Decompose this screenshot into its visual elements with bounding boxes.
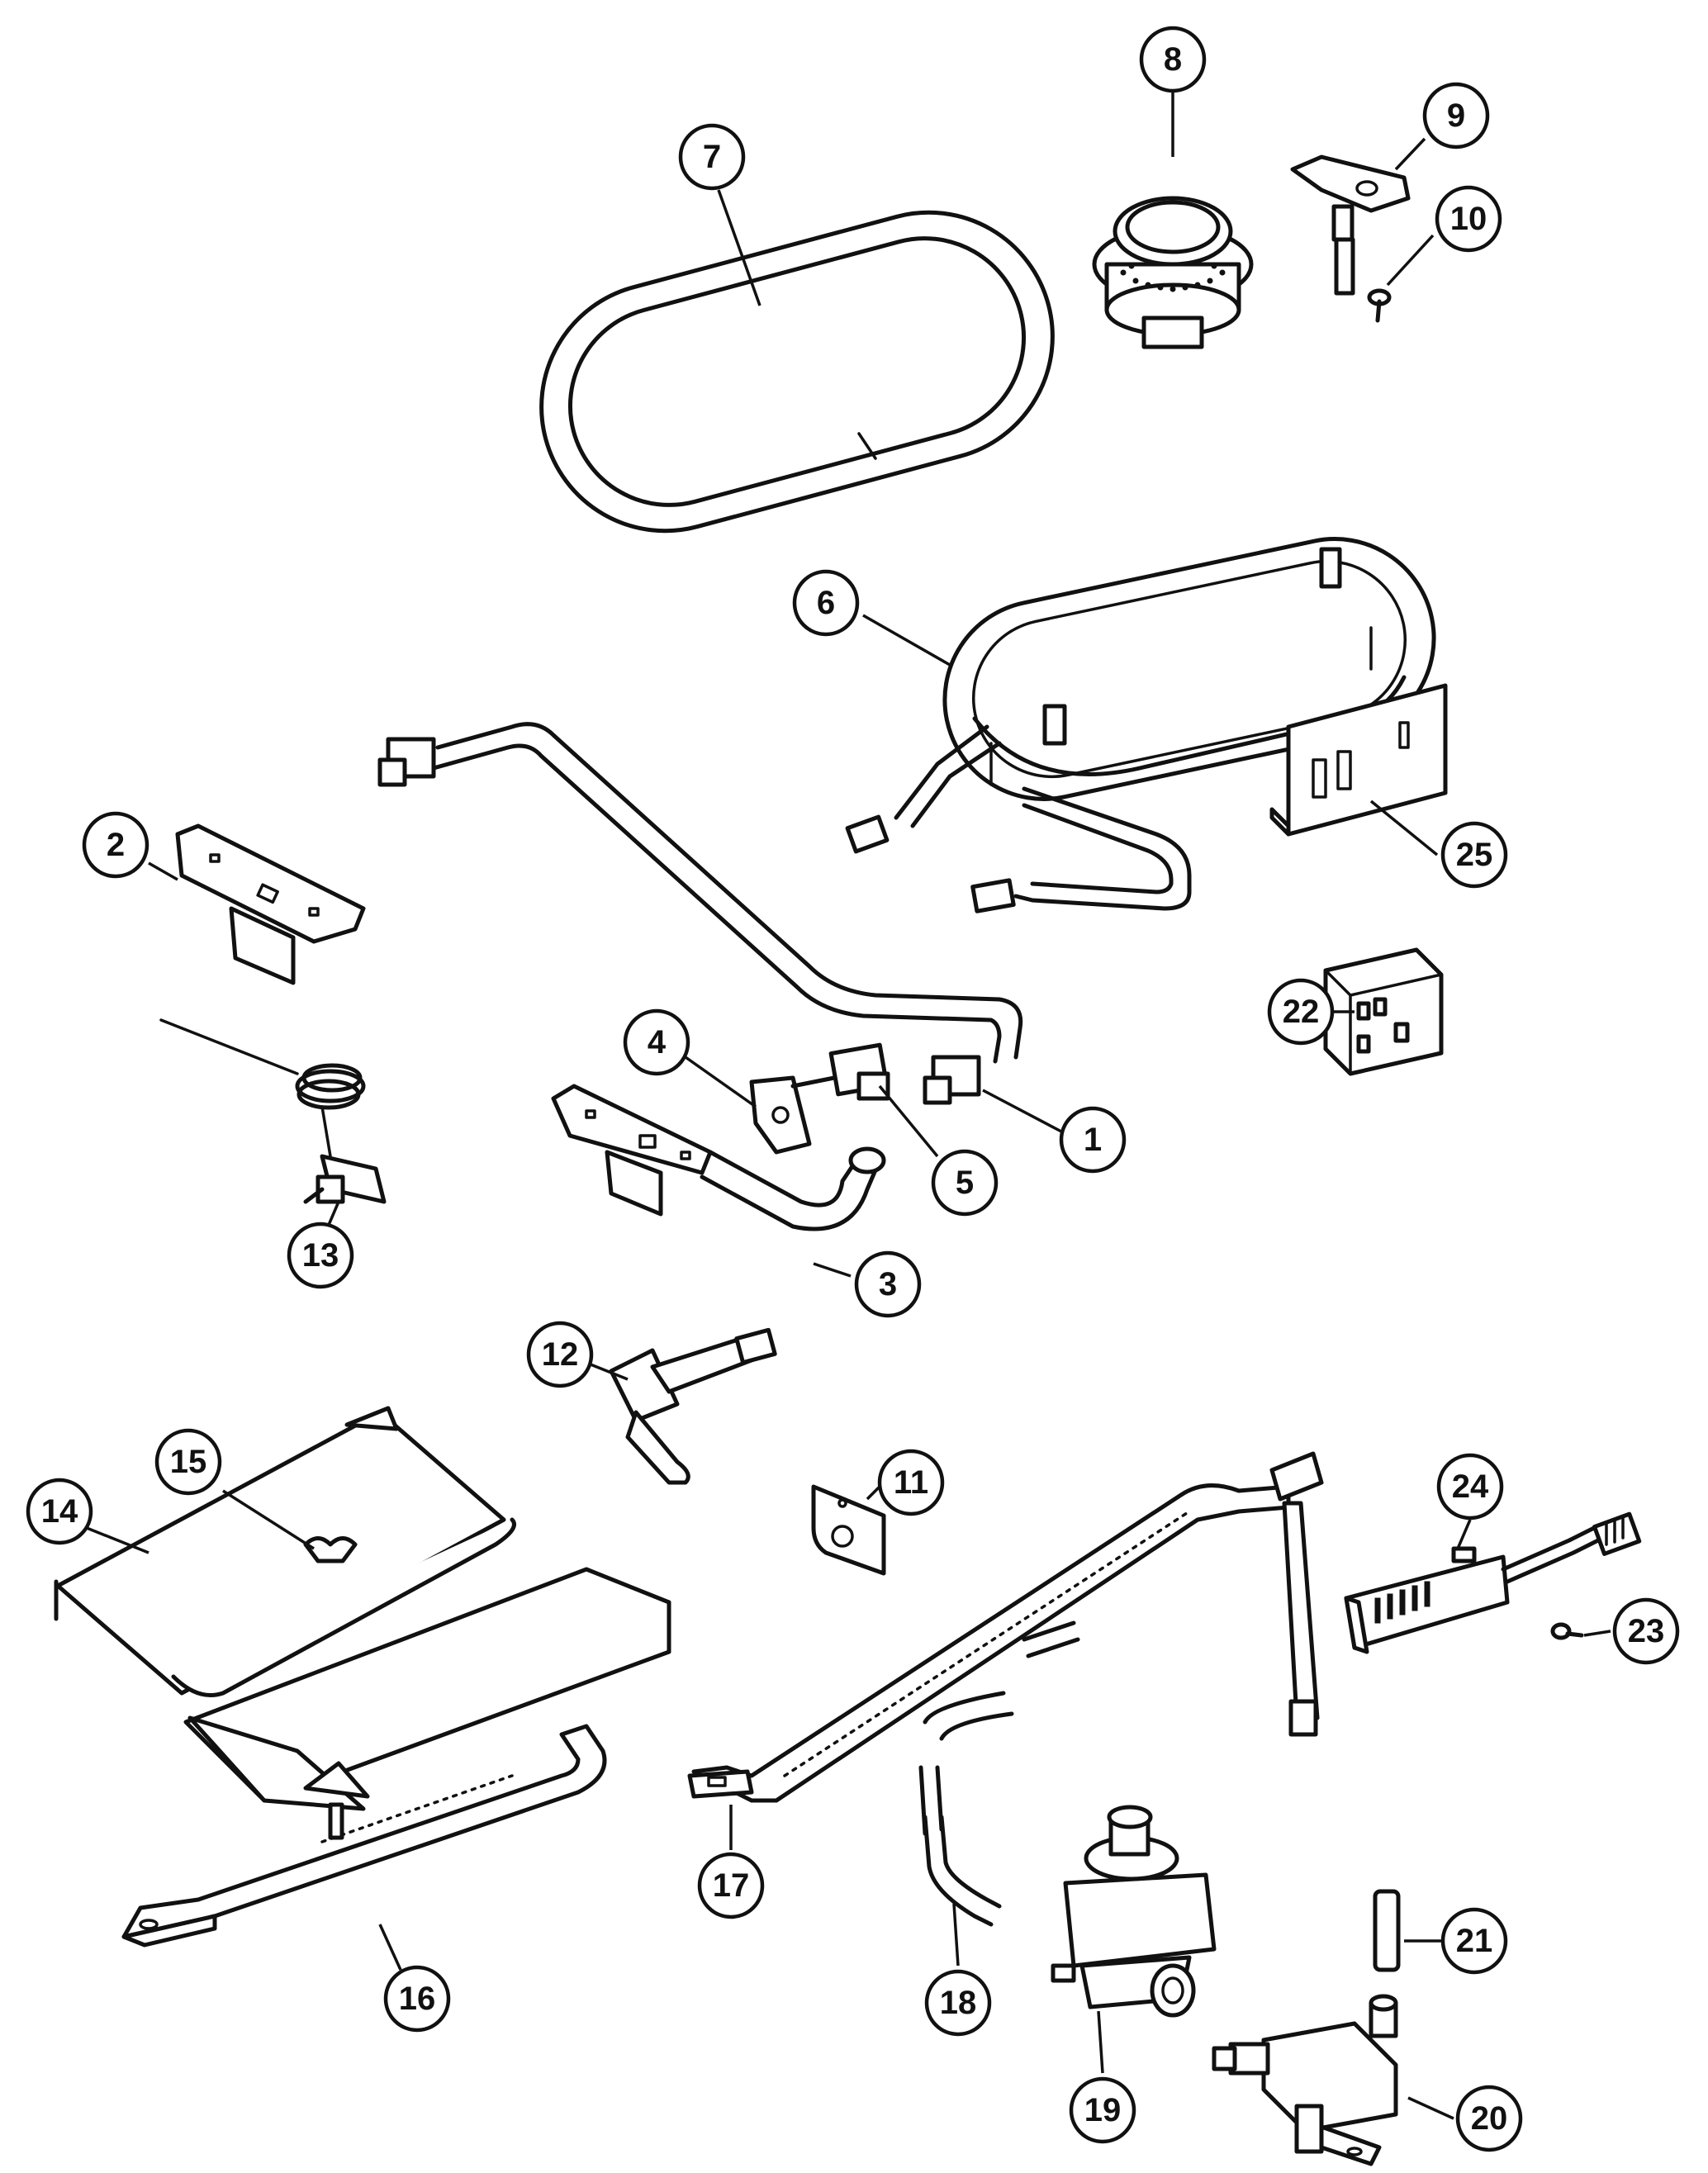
valve-fitting-right-drawing	[923, 1055, 981, 1105]
oval-grate-ring-drawing	[539, 210, 1055, 534]
callout-11-label: 11	[894, 1464, 928, 1501]
pressure-regulator-drawing	[1051, 1805, 1217, 2018]
orifice-holder-drawing	[609, 1327, 777, 1485]
clip-drawing	[749, 1075, 812, 1155]
callout-4[interactable]: 4	[623, 1008, 690, 1076]
callout-6-label: 6	[817, 585, 835, 621]
callout-17-label: 17	[713, 1867, 750, 1904]
baffle-top-drawing	[54, 1406, 516, 1697]
gas-tube-drawing	[918, 1620, 1080, 1927]
valve-fitting-top-drawing	[377, 737, 436, 787]
callout-17[interactable]: 17	[697, 1852, 765, 1919]
callout-8-label: 8	[1164, 41, 1182, 78]
callout-23[interactable]: 23	[1612, 1597, 1680, 1665]
bake-burner-drawing	[687, 1451, 1324, 1803]
burner-bracket-upper-drawing	[175, 823, 366, 985]
callout-16[interactable]: 16	[383, 1965, 451, 2033]
screw-small-drawing	[1367, 288, 1392, 323]
callout-13-label: 13	[302, 1237, 339, 1274]
callout-14[interactable]: 14	[26, 1478, 93, 1545]
callout-13[interactable]: 13	[287, 1222, 354, 1289]
broil-burner-tube-drawing	[121, 1724, 607, 1948]
callout-21[interactable]: 21	[1440, 1907, 1508, 1975]
burner-tube-bracket-drawing	[551, 1084, 886, 1231]
thermostat-drawing	[159, 1018, 387, 1204]
mounting-bracket-drawing	[1269, 683, 1448, 837]
callout-10[interactable]: 10	[1435, 185, 1502, 253]
callout-11[interactable]: 11	[877, 1449, 945, 1516]
callout-16-label: 16	[399, 1981, 436, 2017]
bracket-plate-drawing	[811, 1484, 886, 1576]
callout-24[interactable]: 24	[1436, 1453, 1504, 1521]
safety-valve-drawing	[1212, 1994, 1398, 2166]
baffle-lower-drawing	[183, 1567, 671, 1811]
callout-10-label: 10	[1450, 201, 1487, 237]
callout-6[interactable]: 6	[792, 569, 860, 637]
callout-18-label: 18	[940, 1985, 977, 2021]
callout-19[interactable]: 19	[1069, 2076, 1136, 2144]
burner-feed-tubes-drawing	[845, 724, 1192, 913]
valve-fitting-left-drawing	[790, 1042, 890, 1101]
callout-22[interactable]: 22	[1267, 978, 1335, 1046]
callout-25-label: 25	[1456, 837, 1493, 873]
callout-3-label: 3	[879, 1266, 897, 1302]
callout-21-label: 21	[1456, 1923, 1493, 1959]
callout-12-label: 12	[542, 1336, 579, 1373]
gas-tube-long-drawing	[431, 722, 1023, 1064]
spark-module-drawing	[1323, 947, 1444, 1076]
callout-5[interactable]: 5	[931, 1149, 999, 1217]
callout-2-label: 2	[107, 827, 125, 863]
callout-7[interactable]: 7	[678, 123, 746, 191]
igniter-drawing	[1344, 1511, 1642, 1654]
callout-23-label: 23	[1628, 1613, 1665, 1649]
callout-24-label: 24	[1452, 1468, 1489, 1505]
callout-22-label: 22	[1283, 994, 1320, 1030]
callout-1-label: 1	[1084, 1122, 1102, 1158]
callout-15-label: 15	[170, 1444, 207, 1480]
callout-5-label: 5	[956, 1165, 974, 1201]
tube-short-drawing	[1373, 1889, 1401, 1972]
igniter-bracket-drawing	[1290, 154, 1411, 296]
callout-12[interactable]: 12	[526, 1321, 594, 1388]
callout-2[interactable]: 2	[82, 811, 149, 879]
callout-14-label: 14	[41, 1493, 78, 1530]
callout-20[interactable]: 20	[1455, 2085, 1523, 2152]
callout-25[interactable]: 25	[1440, 821, 1508, 889]
callout-1[interactable]: 1	[1059, 1106, 1127, 1174]
wing-nut-drawing	[303, 1536, 358, 1563]
callout-20-label: 20	[1471, 2100, 1508, 2137]
callout-18[interactable]: 18	[924, 1969, 992, 2037]
screw-drawing	[1550, 1622, 1584, 1640]
callout-4-label: 4	[648, 1024, 667, 1060]
callout-7-label: 7	[703, 139, 721, 175]
callout-8[interactable]: 8	[1139, 26, 1207, 93]
callout-3[interactable]: 3	[854, 1250, 922, 1318]
leader-lines	[86, 91, 1611, 2120]
callout-9[interactable]: 9	[1422, 82, 1490, 149]
burner-head-drawing	[1092, 196, 1254, 349]
callout-19-label: 19	[1084, 2092, 1122, 2128]
callout-9-label: 9	[1447, 97, 1465, 134]
callout-15[interactable]: 15	[154, 1428, 222, 1496]
